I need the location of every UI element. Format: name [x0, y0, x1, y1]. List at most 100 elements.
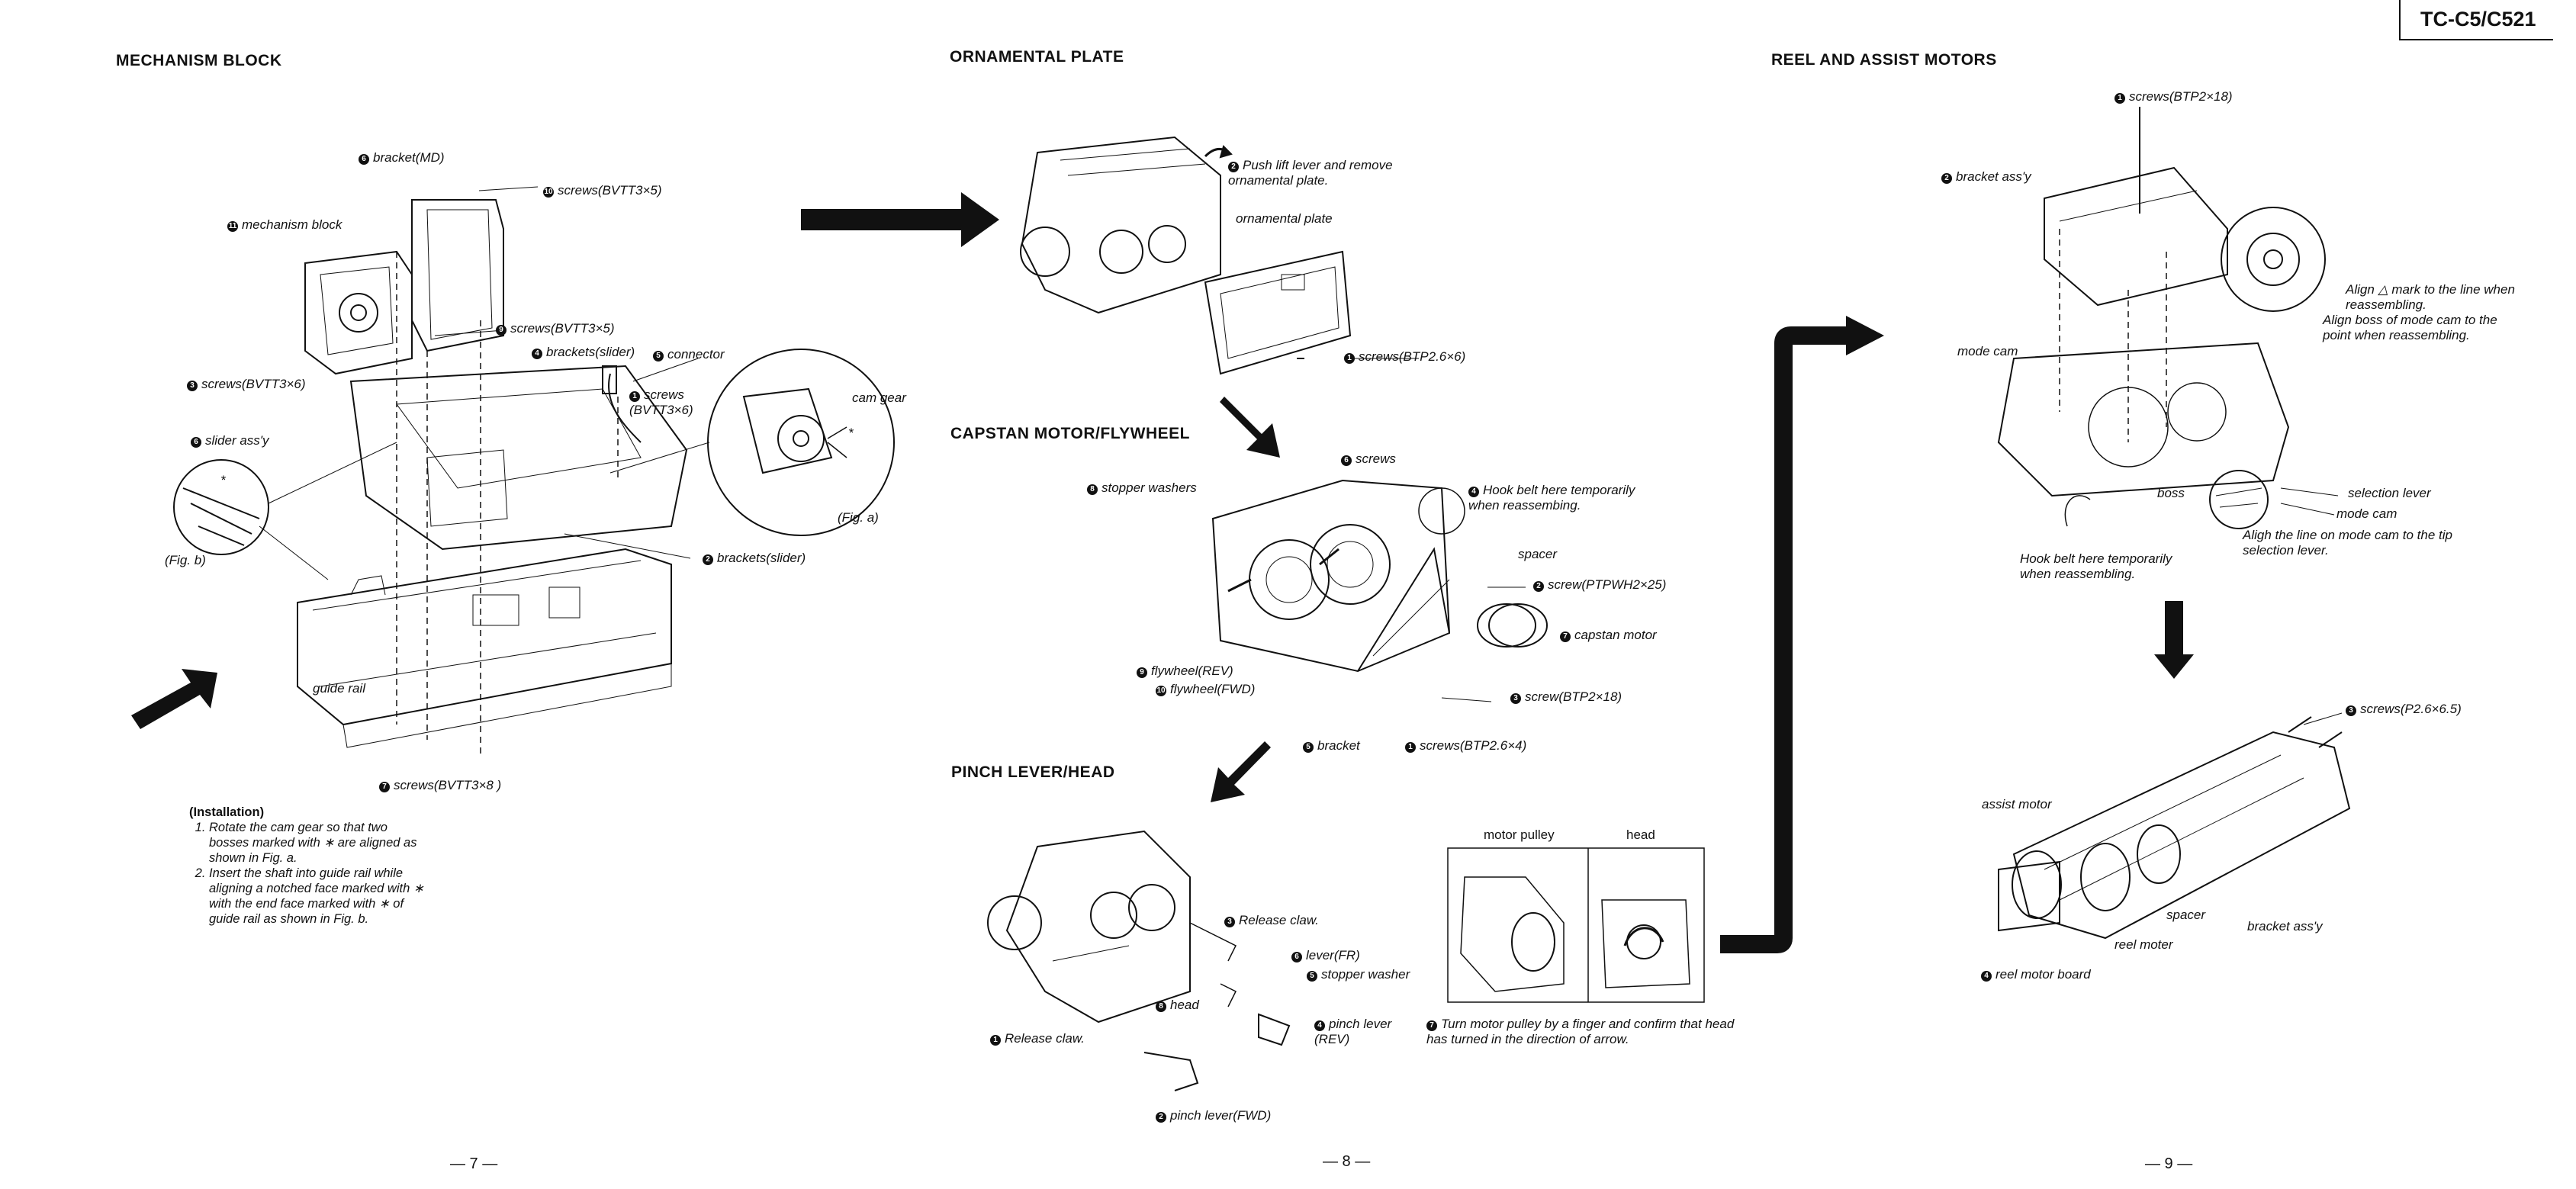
callout-number: 9 — [1137, 667, 1147, 678]
label-guide-rail: guide rail — [313, 681, 365, 696]
page-number-7: — 7 — — [450, 1155, 498, 1172]
installation-step-1: Rotate the cam gear so that two bosses m… — [209, 820, 426, 866]
callout-number: 4 — [1314, 1020, 1325, 1031]
callout-number: 7 — [1426, 1020, 1437, 1031]
label-text: screws(BVTT3×5) — [510, 321, 615, 336]
flow-arrows — [131, 192, 2194, 802]
label-text: flywheel(REV) — [1151, 664, 1233, 678]
label-text: screws(BVTT3×5) — [558, 183, 662, 198]
callout-number: 5 — [1303, 742, 1314, 753]
label-text: Push lift lever and remove ornamental pl… — [1228, 158, 1393, 188]
pinch-lever-drawing — [987, 830, 1291, 1091]
label-text: flywheel(FWD) — [1170, 682, 1256, 696]
section-title-mechanism-block: MECHANISM BLOCK — [116, 52, 282, 69]
callout-number: 2 — [1156, 1112, 1166, 1123]
label-mode-cam-right: mode cam — [2336, 506, 2398, 521]
section-title-reel-assist: REEL AND ASSIST MOTORS — [1771, 51, 1997, 69]
label-screws-btp26x4: 1 screws(BTP2.6×4) — [1405, 738, 1526, 754]
callout-number: 9 — [496, 325, 507, 336]
label-align-mark: Align △ mark to the line when reassembli… — [2346, 282, 2515, 312]
page-number-9: — 9 — — [2145, 1155, 2193, 1172]
label-text: screws — [1356, 451, 1396, 466]
label-text: brackets(slider) — [717, 551, 806, 565]
label-text: pinch lever(FWD) — [1170, 1108, 1272, 1123]
callout-number: 1 — [1344, 353, 1355, 364]
label-reel-motor: reel moter — [2115, 937, 2173, 952]
installation-notes: (Installation) Rotate the cam gear so th… — [189, 805, 426, 927]
label-text: connector — [667, 347, 725, 362]
capstan-drawing — [1211, 479, 1548, 673]
label-text: bracket(MD) — [373, 150, 445, 165]
label-text: screws(BVTT3×8 ) — [394, 778, 502, 792]
callout-number: 5 — [1307, 971, 1317, 982]
callout-number: 3 — [1510, 693, 1521, 704]
label-text: mechanism block — [242, 217, 343, 232]
installation-step-2: Insert the shaft into guide rail while a… — [209, 866, 426, 927]
label-text: screws (BVTT3×6) — [629, 387, 693, 417]
label-capstan-screws: 6 screws — [1341, 451, 1396, 467]
callout-number: 2 — [1533, 581, 1544, 592]
callout-number: 4 — [532, 349, 542, 359]
label-text: Release claw. — [1239, 913, 1319, 927]
callout-number: 5 — [653, 351, 664, 362]
section-title-pinch-lever: PINCH LEVER/HEAD — [951, 763, 1115, 781]
label-text: capstan motor — [1574, 628, 1657, 642]
label-text: stopper washer — [1321, 967, 1410, 982]
callout-number: 7 — [379, 782, 390, 792]
callout-number: 6 — [1341, 455, 1352, 466]
section-title-capstan: CAPSTAN MOTOR/FLYWHEEL — [950, 425, 1190, 442]
label-text: Turn motor pulley by a finger and confir… — [1426, 1017, 1735, 1046]
label-text: pinch lever (REV) — [1314, 1017, 1392, 1046]
callout-number: 11 — [227, 221, 238, 232]
label-bracket-assy-bottom: bracket ass'y — [2247, 919, 2323, 934]
label-text: slider ass'y — [205, 433, 269, 448]
inset-label-motor-pulley: motor pulley — [1484, 827, 1555, 842]
callout-number: 1 — [990, 1035, 1001, 1046]
label-screws-bvtt3x8: 7 screws(BVTT3×8 ) — [379, 778, 501, 793]
callout-number: 7 — [1560, 631, 1571, 642]
mechanism-block-drawing — [173, 199, 895, 755]
elbow-arrow — [1720, 316, 1884, 953]
ornamental-plate-drawing — [1020, 136, 1352, 375]
callout-number: 3 — [2346, 705, 2356, 716]
callout-number: 2 — [1228, 162, 1239, 172]
label-text: reel motor board — [1996, 967, 2091, 982]
label-selection-lever: selection lever — [2348, 486, 2431, 500]
label-text: stopper washers — [1101, 480, 1197, 495]
reel-assist-top-drawing — [1997, 107, 2326, 529]
label-star-fig-b: * — [220, 473, 226, 487]
callout-number: 1 — [629, 391, 640, 402]
label-text: bracket — [1317, 738, 1360, 753]
label-text: screws(P2.6×6.5) — [2360, 702, 2462, 716]
label-pinch-lever-fwd: 2 pinch lever(FWD) — [1156, 1108, 1271, 1123]
label-hook-belt-reel: Hook belt here temporarily when reassemb… — [2020, 551, 2172, 581]
label-spacer-capstan: spacer — [1518, 547, 1558, 561]
inset-label-head: head — [1626, 827, 1655, 842]
label-ornamental-plate: ornamental plate — [1236, 211, 1333, 226]
page-number-8: — 8 — — [1323, 1153, 1371, 1170]
label-text: lever(FR) — [1306, 948, 1360, 962]
label-text: screws(BTP2×18) — [2129, 89, 2233, 104]
label-text: screws(BTP2.6×4) — [1420, 738, 1527, 753]
callout-number: 1 — [1405, 742, 1416, 753]
callout-number: 10 — [1156, 686, 1166, 696]
reel-assist-bottom-drawing — [1998, 716, 2351, 940]
label-text: bracket ass'y — [1956, 169, 2031, 184]
label-star-fig-a: * — [848, 426, 854, 440]
callout-number: 8 — [1087, 484, 1098, 495]
label-text: screw(PTPWH2×25) — [1548, 577, 1667, 592]
